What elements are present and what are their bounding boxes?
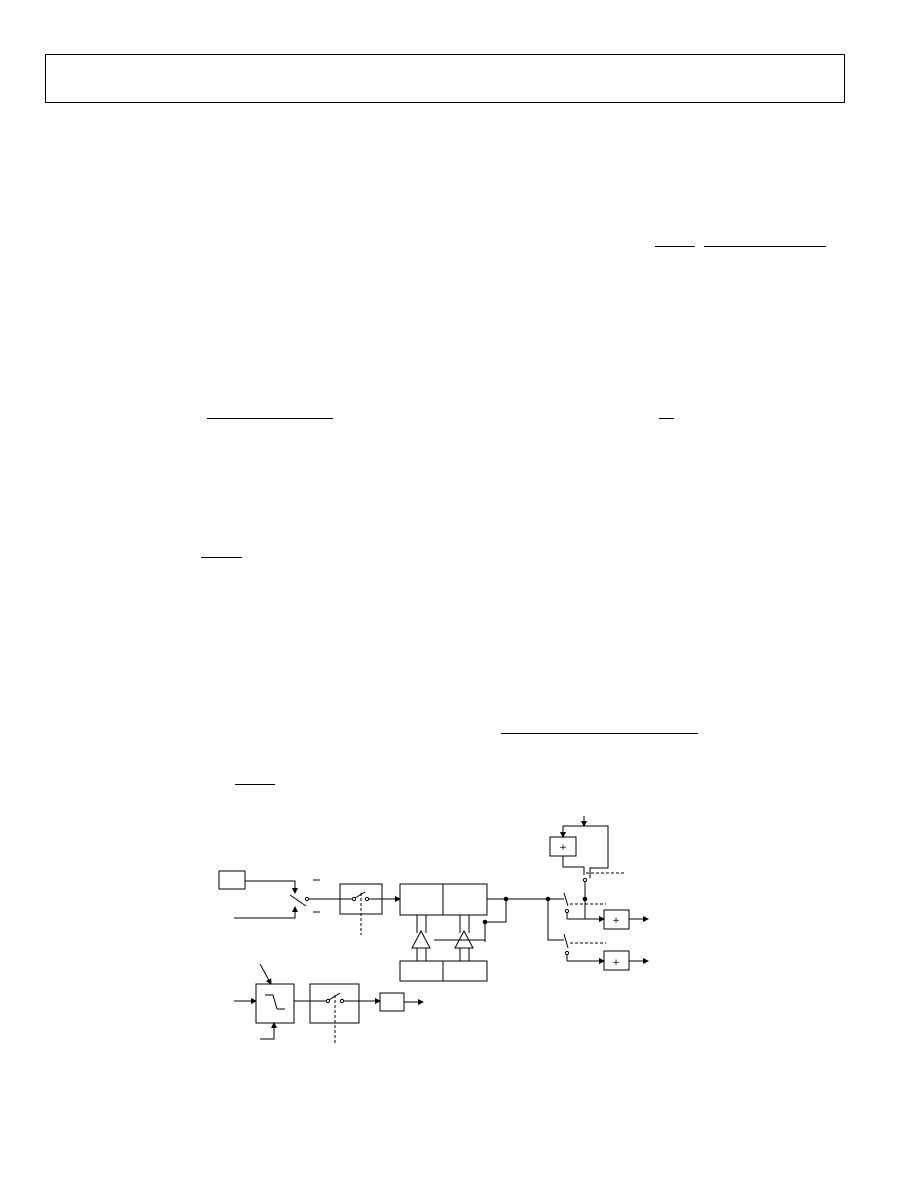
source-wire <box>245 880 298 894</box>
lower-register-left <box>399 960 444 982</box>
buffer-left <box>411 915 431 961</box>
adder-symbol-top: + <box>559 843 567 853</box>
output-block <box>379 992 405 1012</box>
overline-mark-5 <box>201 557 242 558</box>
overline-mark-1 <box>655 246 695 247</box>
overline-mark-7 <box>235 784 275 785</box>
buffer-right <box>454 915 474 961</box>
overline-mark-2 <box>704 246 826 247</box>
sample-switch-1 <box>340 891 382 935</box>
output-switch-2 <box>560 933 606 964</box>
overline-mark-4 <box>659 418 674 419</box>
output-switch-1 <box>560 892 606 922</box>
adder-symbol-1: + <box>612 916 620 926</box>
selector-switch <box>289 879 320 913</box>
sample-switch-2 <box>310 992 359 1043</box>
register-right <box>442 883 488 916</box>
overline-mark-6 <box>501 733 698 734</box>
lower-input-wire <box>234 906 298 919</box>
adder-symbol-2: + <box>612 958 620 968</box>
source-block <box>218 870 246 890</box>
page-header-frame <box>45 54 845 103</box>
register-left <box>399 883 444 916</box>
lower-register-right <box>442 960 488 982</box>
comparator-symbol <box>265 994 285 1010</box>
overline-mark-3 <box>207 418 333 419</box>
